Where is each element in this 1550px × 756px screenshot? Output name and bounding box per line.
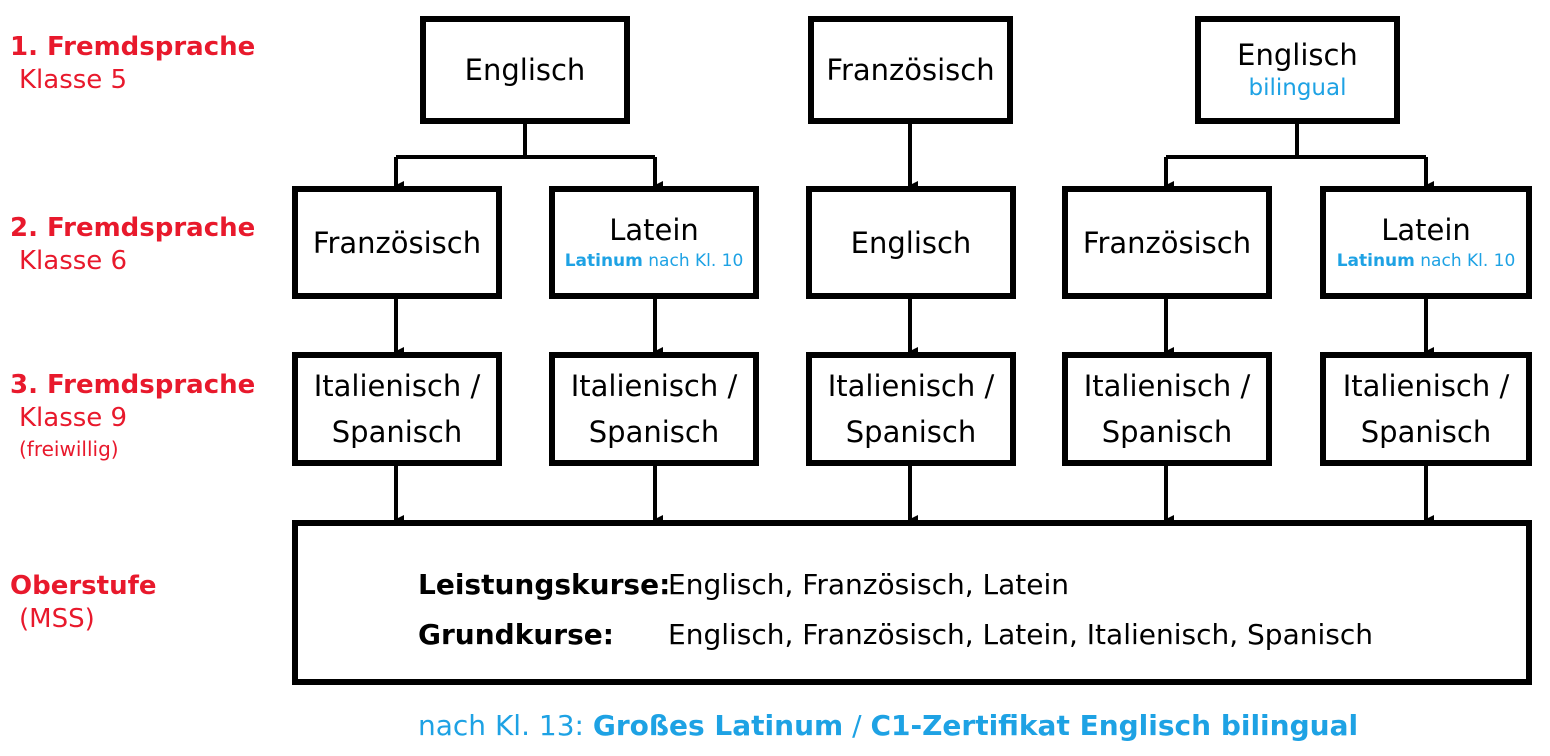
latinum-note: Latinum nach Kl. 10 [1337, 248, 1516, 274]
box-line2: Spanisch [588, 415, 720, 449]
box-franzoesisch-2a: Französisch [292, 186, 502, 299]
grundkurse-label: Grundkurse: [418, 618, 614, 651]
box-label: Englisch [464, 53, 586, 87]
box-franzoesisch-2b: Französisch [1062, 186, 1272, 299]
box-line1: Italienisch / [570, 369, 738, 403]
footer-prefix: nach Kl. 13: [418, 709, 593, 742]
box-englisch-1: Englisch [420, 16, 630, 124]
row-label-subtitle: Klasse 9 [19, 403, 128, 433]
box-line2: Spanisch [1101, 415, 1233, 449]
latinum-note: Latinum nach Kl. 10 [565, 248, 744, 274]
box-line2: Spanisch [331, 415, 463, 449]
footer-note: nach Kl. 13: Großes Latinum / C1-Zertifi… [418, 706, 1358, 746]
box-label: Französisch [1082, 225, 1252, 260]
box-ital-span-4: Italienisch / Spanisch [1062, 352, 1272, 466]
latinum-note-bold: Latinum [564, 250, 643, 271]
box-line1: Italienisch / [1342, 369, 1510, 403]
box-franzoesisch-1: Französisch [808, 16, 1013, 124]
box-line2: Spanisch [1360, 415, 1492, 449]
row-label-title: 2. Fremdsprache [10, 213, 256, 243]
footer-separator: / [843, 709, 871, 742]
box-label: Französisch [312, 225, 482, 260]
row-label-subtitle: (MSS) [19, 604, 95, 634]
box-latein-2a: Latein Latinum nach Kl. 10 [549, 186, 759, 299]
row-label-1: 1. Fremdsprache Klasse 5 [10, 31, 255, 97]
box-line1: Italienisch / [1083, 369, 1251, 403]
footer-c1-certificate: C1-Zertifikat Englisch bilingual [870, 709, 1359, 742]
box-label: Latein [1381, 212, 1471, 247]
row-label-subtitle: Klasse 6 [19, 246, 128, 276]
box-label: Englisch [1237, 38, 1358, 72]
box-englisch-2: Englisch [806, 186, 1016, 299]
box-label: Französisch [826, 53, 995, 87]
grundkurse-value: Englisch, Französisch, Latein, Italienis… [668, 618, 1373, 651]
row-label-subtitle: Klasse 5 [19, 65, 128, 95]
box-line2: Spanisch [845, 415, 977, 449]
box-ital-span-2: Italienisch / Spanisch [549, 352, 759, 466]
row-label-title: 3. Fremdsprache [10, 370, 256, 400]
latinum-note-rest: nach Kl. 10 [642, 250, 744, 271]
row-label-2: 2. Fremdsprache Klasse 6 [10, 212, 255, 278]
box-line1: Italienisch / [827, 369, 995, 403]
box-latein-2b: Latein Latinum nach Kl. 10 [1320, 186, 1532, 299]
box-ital-span-3: Italienisch / Spanisch [806, 352, 1016, 466]
grundkurse-row: Grundkurse: Englisch, Französisch, Latein… [418, 618, 1373, 652]
box-englisch-bilingual: Englisch bilingual [1195, 16, 1400, 124]
box-sublabel: bilingual [1248, 75, 1347, 101]
box-line1: Italienisch / [313, 369, 481, 403]
row-label-title: Oberstufe [10, 571, 157, 601]
leistungskurse-value: Englisch, Französisch, Latein [668, 568, 1069, 601]
oberstufe-box: Leistungskurse:Englisch, Französisch, La… [292, 520, 1532, 685]
box-ital-span-5: Italienisch / Spanisch [1320, 352, 1532, 466]
leistungskurse-label: Leistungskurse: [418, 568, 671, 601]
row-label-title: 1. Fremdsprache [10, 32, 256, 62]
latinum-note-bold: Latinum [1336, 250, 1415, 271]
footer-latinum: Großes Latinum [592, 709, 844, 742]
leistungskurse-row: Leistungskurse:Englisch, Französisch, La… [418, 568, 1069, 602]
row-label-4: Oberstufe (MSS) [10, 570, 157, 636]
row-label-3: 3. Fremdsprache Klasse 9 (freiwillig) [10, 369, 255, 463]
box-label: Latein [609, 212, 699, 247]
box-label: Englisch [850, 225, 972, 260]
row-label-note: (freiwillig) [19, 437, 119, 461]
latinum-note-rest: nach Kl. 10 [1414, 250, 1516, 271]
box-ital-span-1: Italienisch / Spanisch [292, 352, 502, 466]
